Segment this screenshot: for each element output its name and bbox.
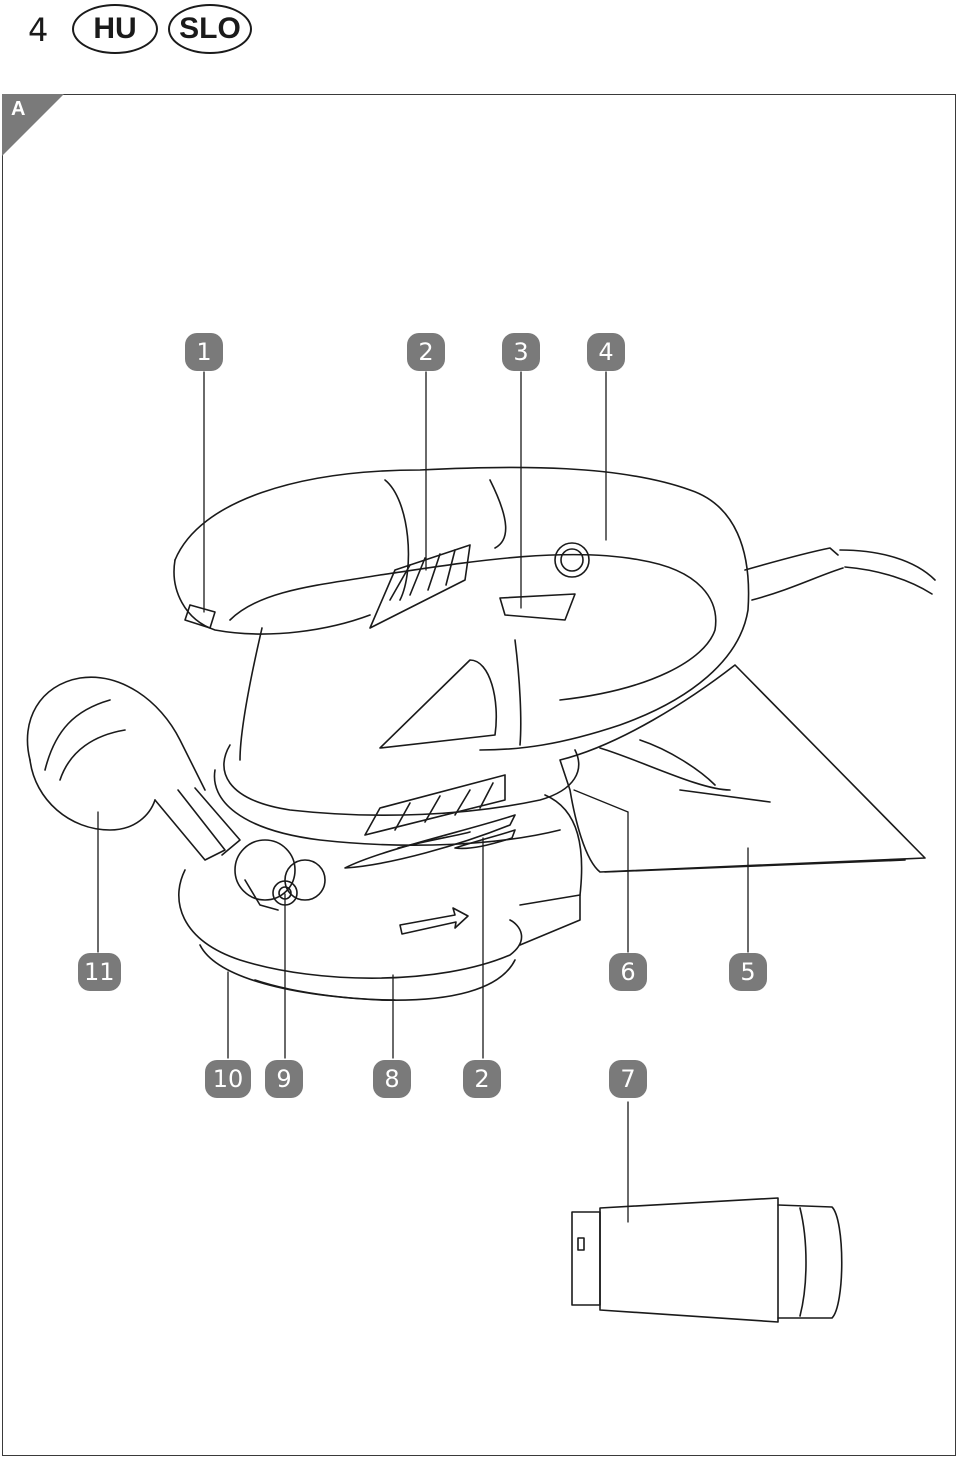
sanding-pad [178,869,523,1002]
callout-5: 5 [729,953,767,991]
auxiliary-handle [26,676,326,911]
callout-6: 6 [609,953,647,991]
language-badge-hu: HU [72,4,158,54]
callout-2: 2 [407,333,445,371]
dust-adapter [571,1197,843,1323]
sander-body [213,627,583,946]
dust-bag [559,664,926,873]
callout-1: 1 [185,333,223,371]
callout-2-lower: 2 [463,1060,501,1098]
callout-11: 11 [78,953,121,991]
figure-corner-tab [2,94,64,156]
figure-frame [2,94,956,1456]
callout-3: 3 [502,333,540,371]
sander-housing [173,466,750,751]
page-number: 4 [28,11,49,49]
figure-label: A [11,98,26,120]
language-badge-slo: SLO [168,4,252,54]
callout-4: 4 [587,333,625,371]
power-cord [744,547,936,601]
callout-7: 7 [609,1060,647,1098]
callout-9: 9 [265,1060,303,1098]
callout-8: 8 [373,1060,411,1098]
callout-10: 10 [205,1060,251,1098]
